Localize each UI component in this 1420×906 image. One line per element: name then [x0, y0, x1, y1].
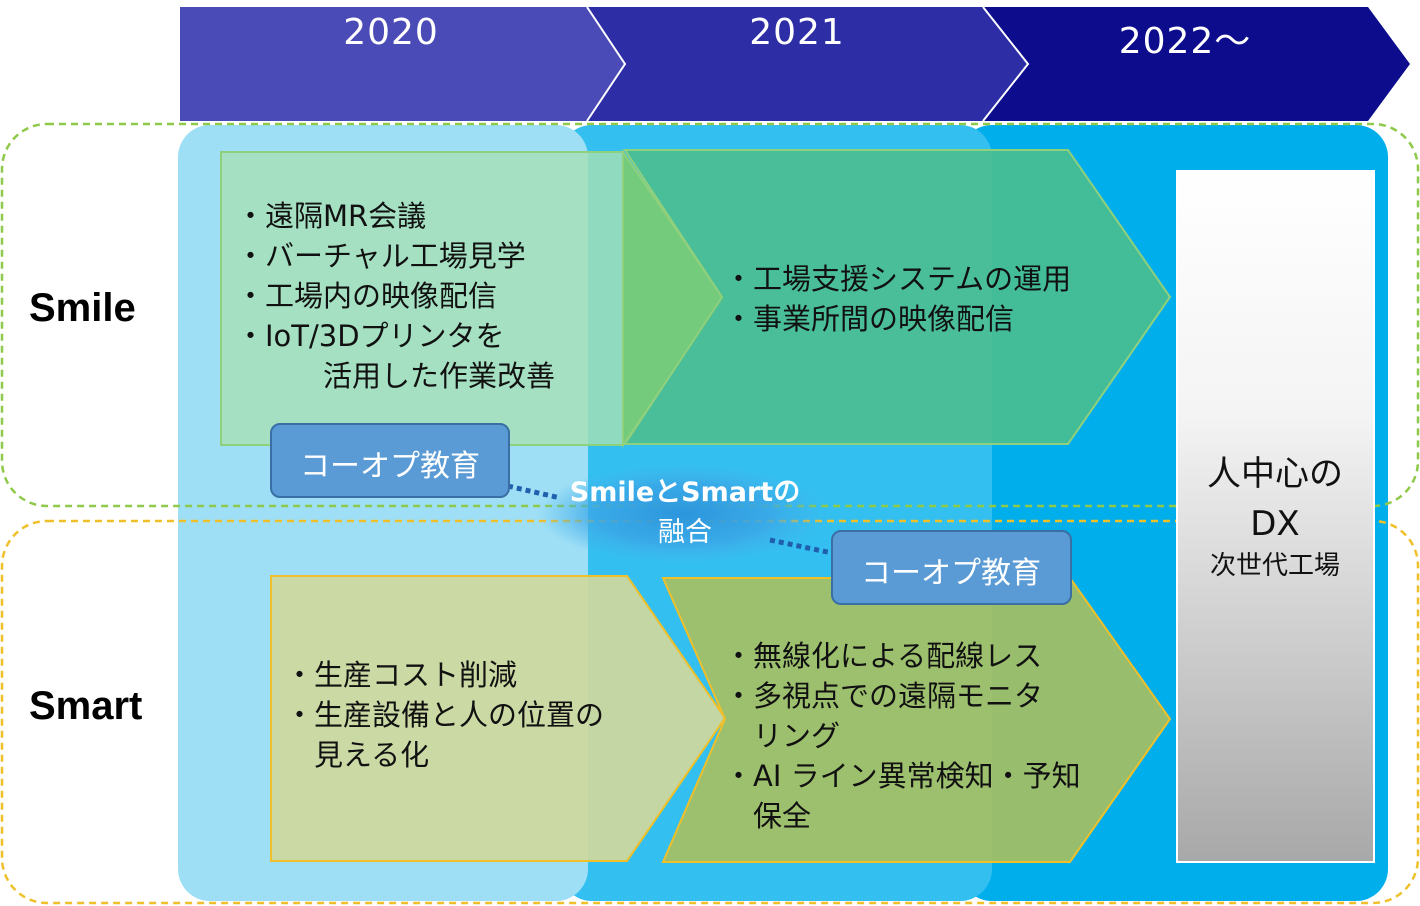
goal-text: 人中心の DX 次世代工場: [1177, 449, 1373, 583]
list-item: 保全: [724, 799, 812, 833]
smile-row-frame: [0, 122, 1420, 508]
goal-box: [1176, 170, 1375, 863]
smart-2021-list: ・無線化による配線レス ・多視点での遠隔モニタ リング ・AI ライン異常検知・…: [724, 636, 1081, 836]
year-2020-header: [180, 7, 625, 121]
goal-line2: DX: [1250, 504, 1300, 544]
smart-2020-list: ・生産コスト削減 ・生産設備と人の位置の 見える化: [285, 655, 604, 775]
list-item: ・生産コスト削減: [285, 658, 518, 692]
list-item: 見える化: [285, 738, 430, 772]
smile-2020-box: [220, 151, 624, 446]
smile-2021-list: ・工場支援システムの運用 ・事業所間の映像配信: [724, 259, 1071, 339]
year-label-2022: 2022～: [1118, 21, 1252, 62]
list-item: ・バーチャル工場見学: [236, 239, 526, 273]
smile-2021-arrow: [623, 149, 1172, 445]
list-item: ・遠隔MR会議: [236, 199, 427, 233]
fusion-subtitle: 融合: [658, 517, 712, 548]
year-2021-header: [587, 7, 1028, 121]
fusion-title: SmileとSmartの: [569, 477, 801, 508]
year-label-2021: 2021: [749, 12, 845, 53]
row-label-smile: Smile: [29, 286, 136, 330]
list-item: ・多視点での遠隔モニタ: [724, 679, 1044, 713]
list-item: ・IoT/3Dプリンタを: [236, 319, 505, 353]
smart-2020-arrow: [270, 575, 727, 862]
row-label-smart: Smart: [29, 684, 143, 728]
year-label-2020: 2020: [343, 12, 439, 53]
coop-box-2021: [831, 530, 1072, 605]
list-item: ・工場内の映像配信: [236, 279, 498, 313]
list-item: ・工場支援システムの運用: [724, 262, 1072, 296]
coop-label-2021: コーオプ教育: [861, 556, 1041, 591]
fusion-glow: [538, 464, 828, 564]
goal-line3: 次世代工場: [1209, 551, 1340, 581]
list-item: ・生産設備と人の位置の: [285, 698, 605, 732]
fusion-label: SmileとSmartの 融合: [535, 473, 835, 553]
goal-line1: 人中心の: [1207, 454, 1343, 494]
list-item: リング: [724, 719, 841, 753]
coop-box-2020: [270, 423, 510, 498]
smile-2020-list: ・遠隔MR会議 ・バーチャル工場見学 ・工場内の映像配信 ・IoT/3Dプリンタ…: [236, 196, 555, 396]
year-2022-header: [983, 7, 1410, 121]
coop-label-2020: コーオプ教育: [300, 449, 480, 484]
fusion-connector-right: [769, 537, 833, 556]
list-item: ・AI ライン異常検知・予知: [724, 759, 1081, 793]
list-item: 活用した作業改善: [236, 359, 556, 393]
list-item: ・事業所間の映像配信: [724, 302, 1015, 336]
list-item: ・無線化による配線レス: [724, 639, 1043, 673]
